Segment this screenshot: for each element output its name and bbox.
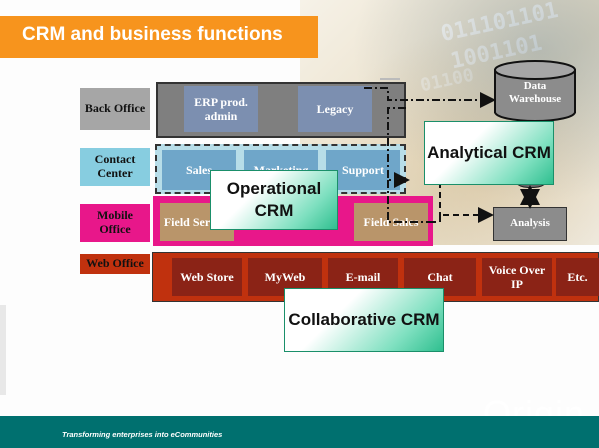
row-label-web-office: Web Office	[80, 254, 150, 274]
row-label-mobile-office: Mobile Office	[80, 204, 150, 242]
dashed-flow-arrows	[430, 139, 494, 223]
collaborative-crm-box: Collaborative CRM	[284, 288, 444, 352]
data-warehouse-cylinder	[494, 60, 576, 122]
etc-cell: Etc.	[556, 258, 599, 296]
row-label-contact-center: Contact Center	[80, 148, 150, 186]
erp-cell: ERP prod. admin	[184, 86, 258, 132]
legacy-cell: Legacy	[298, 86, 372, 132]
analytical-crm-box: Analytical CRM	[424, 121, 554, 185]
left-edge-strip	[0, 305, 6, 395]
dashdot-flow-arrows	[364, 87, 496, 223]
row-label-back-office: Back Office	[80, 88, 150, 130]
footer-bar	[0, 416, 599, 448]
title-bar	[0, 16, 318, 58]
analysis-box: Analysis	[493, 207, 567, 241]
data-warehouse-label: Data Warehouse	[508, 79, 562, 105]
divider	[380, 78, 400, 80]
voip-cell: Voice Over IP	[482, 258, 552, 296]
page-title: CRM and business functions	[22, 24, 283, 45]
operational-crm-box: Operational CRM	[210, 170, 338, 230]
footer-tagline: Transforming enterprises into eCommuniti…	[62, 430, 223, 439]
web-store-cell: Web Store	[172, 258, 242, 296]
